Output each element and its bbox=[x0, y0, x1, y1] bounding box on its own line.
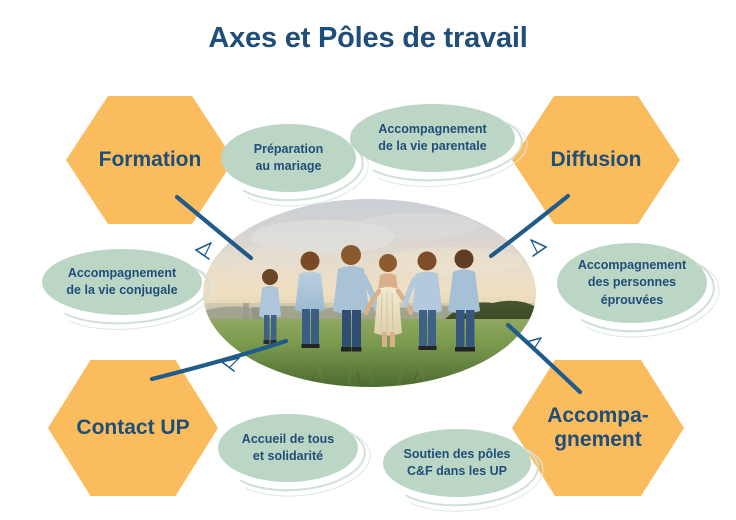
tag-accueil-solidarite-text: Accueil de tous et solidarité bbox=[242, 431, 334, 466]
tag-preparation-mariage-text: Préparation au mariage bbox=[254, 141, 323, 176]
tag-soutien-poles[interactable]: Soutien des pôles C&F dans les UP bbox=[383, 429, 531, 497]
tag-vie-conjugale[interactable]: Accompagnement de la vie conjugale bbox=[42, 249, 202, 315]
hexagon-accompagnement-label: Accompa- gnement bbox=[547, 404, 649, 451]
tag-line-1: Préparation bbox=[253, 141, 324, 156]
hexagon-formation[interactable]: Formation bbox=[66, 96, 234, 224]
tag-line-2: C&F dans les UP bbox=[406, 464, 508, 478]
tag-line-2: et solidarité bbox=[252, 449, 324, 463]
tag-preparation-mariage[interactable]: Préparation au mariage bbox=[221, 124, 356, 192]
tag-vie-parentale-text: Accompagnement de la vie parentale bbox=[378, 121, 486, 156]
tag-soutien-poles-text: Soutien des pôles C&F dans les UP bbox=[404, 446, 511, 481]
hexagon-diffusion-label: Diffusion bbox=[550, 148, 642, 172]
tag-line-2: de la vie conjugale bbox=[66, 283, 178, 297]
hexagon-diffusion[interactable]: Diffusion bbox=[512, 96, 680, 224]
figure-son-right bbox=[402, 251, 442, 350]
hexagon-accompagnement[interactable]: Accompa- gnement bbox=[512, 360, 684, 496]
hexagon-contact-up-label: Contact UP bbox=[76, 416, 190, 440]
center-family-photo bbox=[203, 199, 536, 387]
tag-line-3: éprouvées bbox=[600, 292, 664, 307]
hexagon-formation-label: Formation bbox=[98, 148, 202, 172]
figure-teen-left bbox=[295, 251, 325, 348]
tag-line-1: Soutien des pôles bbox=[403, 446, 511, 461]
tag-line-1: Accompagnement bbox=[67, 265, 177, 280]
tag-line-1: Accompagnement bbox=[577, 258, 687, 273]
hexagon-contact-up[interactable]: Contact UP bbox=[48, 360, 218, 496]
page-title: Axes et Pôles de travail bbox=[208, 22, 528, 54]
tag-line-2: au mariage bbox=[255, 159, 322, 173]
tag-line-1: Accompagnement bbox=[378, 121, 487, 136]
figure-young-man-right bbox=[448, 249, 480, 352]
tag-personnes-eprouvees-text: Accompagnement des personnes éprouvées bbox=[578, 257, 686, 309]
family-photo-illustration bbox=[203, 199, 536, 387]
tag-vie-conjugale-text: Accompagnement de la vie conjugale bbox=[66, 265, 177, 300]
tag-line-2: des personnes bbox=[587, 275, 677, 290]
tag-line-1: Accueil de tous bbox=[241, 431, 335, 446]
tag-personnes-eprouvees[interactable]: Accompagnement des personnes éprouvées bbox=[557, 243, 707, 323]
tag-line-2: de la vie parentale bbox=[378, 139, 487, 153]
tag-vie-parentale[interactable]: Accompagnement de la vie parentale bbox=[350, 104, 515, 172]
tag-accueil-solidarite[interactable]: Accueil de tous et solidarité bbox=[218, 414, 358, 482]
